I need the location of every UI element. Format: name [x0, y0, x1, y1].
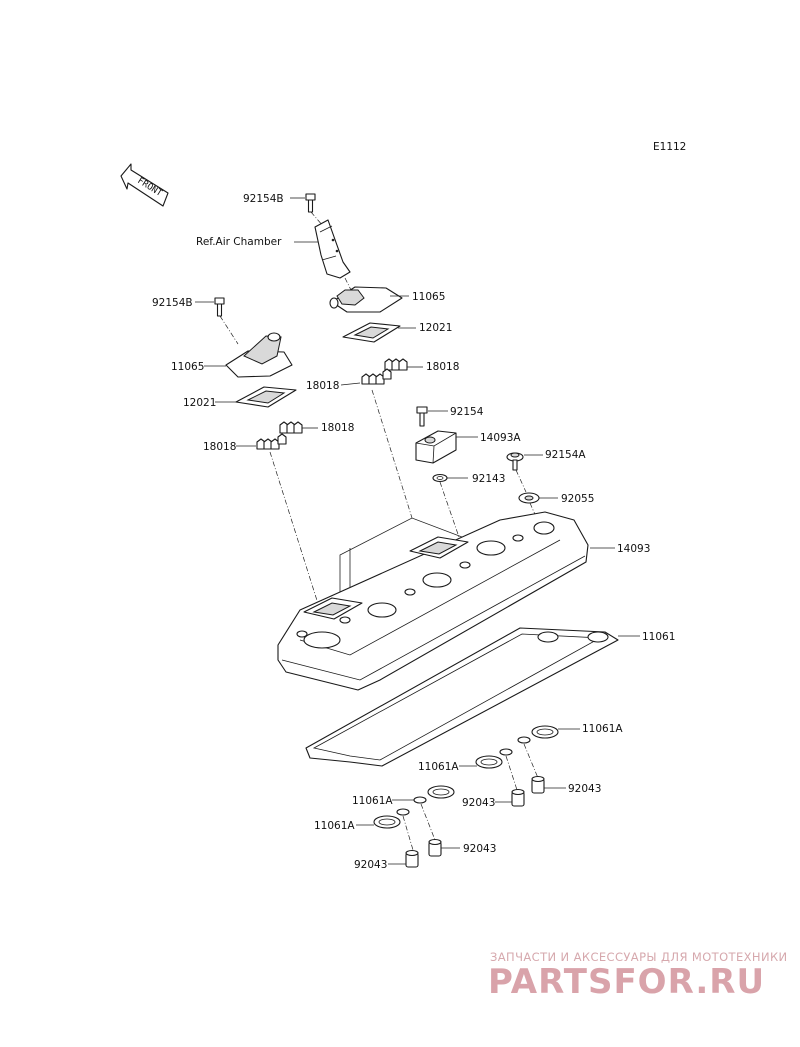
- label-bracket-washer: 92143: [472, 473, 505, 485]
- label-left-clips-b: 18018: [203, 441, 236, 453]
- dowel-pin-icon: [428, 838, 442, 857]
- washer-icon: [432, 473, 448, 483]
- bolt-icon: [305, 193, 316, 213]
- label-left-plate: 12021: [183, 397, 216, 409]
- label-right-plate: 12021: [419, 322, 452, 334]
- label-cover-washer: 92055: [561, 493, 594, 505]
- bolt-icon: [214, 297, 225, 317]
- label-dowel-4: 92043: [354, 859, 387, 871]
- label-oring-4: 11061A: [314, 820, 355, 832]
- label-dowel-3: 92043: [463, 843, 496, 855]
- label-right-cap: 11065: [412, 291, 445, 303]
- clips-left: [256, 421, 303, 450]
- label-oring-2: 11061A: [418, 761, 459, 773]
- air-chamber-bracket: [314, 219, 351, 279]
- dowel-pin-icon: [405, 849, 419, 868]
- label-dowel-1: 92043: [462, 797, 495, 809]
- front-arrow-icon: FRONT: [120, 163, 169, 207]
- bolt-icon: [416, 406, 428, 427]
- clips-right: [361, 358, 408, 385]
- label-cover-bolt: 92154A: [545, 449, 586, 461]
- breather-bracket: [415, 430, 457, 464]
- label-oring-1: 11061A: [582, 723, 623, 735]
- label-left-cap: 11065: [171, 361, 204, 373]
- head-cover-gasket: [305, 627, 619, 767]
- label-top-bolt: 92154B: [243, 193, 284, 205]
- label-left-bolt: 92154B: [152, 297, 193, 309]
- o-ring-pair: [373, 808, 410, 829]
- label-bracket: 14093A: [480, 432, 521, 444]
- reed-valve-cap-right: [329, 286, 403, 313]
- reed-plate-right: [342, 322, 401, 343]
- label-right-clips-a: 18018: [426, 361, 459, 373]
- reed-plate-left: [235, 386, 297, 408]
- cylinder-head-cover: [277, 511, 589, 691]
- diagram-code: E1112: [653, 141, 686, 153]
- label-gasket: 11061: [642, 631, 675, 643]
- label-ref-air-chamber: Ref.Air Chamber: [196, 236, 282, 248]
- label-oring-3: 11061A: [352, 795, 393, 807]
- watermark-logo: PARTSFOR.RU: [488, 962, 766, 1002]
- washer-icon: [518, 492, 540, 504]
- watermark-tagline: ЗАПЧАСТИ И АКСЕССУАРЫ ДЛЯ МОТОТЕХНИКИ: [490, 950, 788, 964]
- label-head-cover: 14093: [617, 543, 650, 555]
- o-ring-pair: [517, 725, 559, 744]
- label-left-clips-a: 18018: [321, 422, 354, 434]
- o-ring-pair: [413, 785, 455, 804]
- label-right-clips-b: 18018: [306, 380, 339, 392]
- bolt-icon: [506, 452, 524, 471]
- dowel-pin-icon: [531, 775, 545, 794]
- reed-valve-cap-left: [225, 332, 293, 378]
- label-dowel-2: 92043: [568, 783, 601, 795]
- label-bracket-bolt: 92154: [450, 406, 484, 418]
- dowel-pin-icon: [511, 788, 525, 807]
- o-ring-pair: [475, 748, 513, 769]
